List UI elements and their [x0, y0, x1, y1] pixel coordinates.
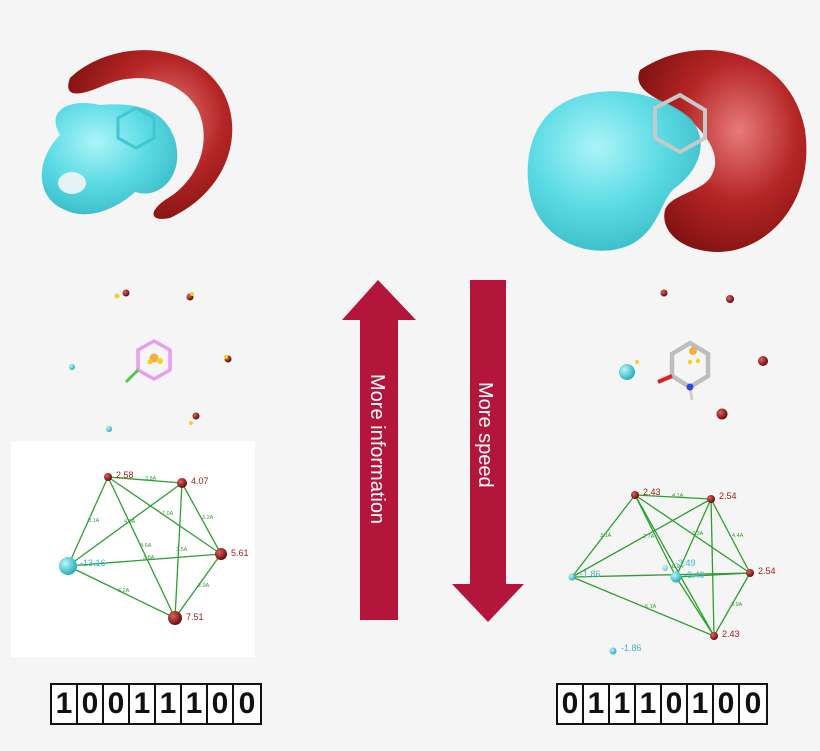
bit-cell: 1	[130, 685, 156, 723]
bit-cell: 0	[714, 685, 740, 723]
left-node-label: 7.51	[186, 612, 204, 622]
right-edge-label: 7.3A	[692, 531, 704, 537]
bit-cell: 0	[662, 685, 688, 723]
left-bit-string: 1 0 0 1 1 1 0 0	[50, 683, 262, 725]
right-node-label: 2.54	[719, 491, 737, 501]
right-node-label: 2.43	[722, 629, 740, 639]
right-graph: 4.1A 3.1A 2.7A 7.3A 4.4A 8.9A 3.9A 6.1A …	[568, 487, 776, 655]
right-edge-label: 3.9A	[731, 602, 743, 608]
left-node-label: 5.61	[231, 548, 249, 558]
left-node-label: -13.16	[80, 558, 106, 568]
right-node	[710, 632, 718, 640]
right-node-label: -1.86	[580, 569, 601, 579]
bit-cell: 1	[52, 685, 78, 723]
left-node	[59, 557, 77, 575]
right-node	[631, 491, 639, 499]
left-node-label: 4.07	[191, 476, 209, 486]
bit-cell: 1	[636, 685, 662, 723]
right-node	[662, 565, 668, 571]
more-speed-arrow: More speed	[452, 280, 524, 622]
left-node-label: 2.58	[116, 470, 134, 480]
bit-cell: 1	[182, 685, 208, 723]
right-edge-label: 6.1A	[645, 604, 657, 610]
left-edge-label: 3.5A	[176, 547, 188, 553]
right-edge-label: 2.7A	[643, 534, 655, 540]
left-cyan-hole	[58, 172, 86, 194]
bit-cell: 1	[610, 685, 636, 723]
left-graph-edges	[67, 476, 222, 619]
right-node-label: 2.54	[758, 566, 776, 576]
right-node-label: -3.49	[675, 558, 696, 568]
bit-cell: 0	[78, 685, 104, 723]
left-edge-label: 4.6A	[124, 519, 136, 525]
left-edge-label: 7.0A	[162, 511, 174, 517]
right-field-surface	[527, 50, 807, 252]
left-node	[168, 611, 182, 625]
right-edge-label: 4.1A	[672, 493, 684, 499]
right-node	[707, 495, 715, 503]
more-information-label: More information	[366, 374, 388, 524]
right-node	[670, 571, 682, 583]
right-edge-label: 4.4A	[732, 533, 744, 539]
right-red-surface	[638, 50, 807, 252]
right-node	[746, 569, 754, 577]
left-graph: 3.8A 3.1A 6.2A 7.0A 3.2A 8.6A 3.5A 4.6A …	[59, 470, 249, 625]
right-node-label: -3.49	[684, 570, 705, 580]
bit-cell: 0	[208, 685, 234, 723]
left-cyan-surface	[41, 103, 178, 215]
right-molecule-cloud	[619, 289, 768, 420]
right-graph-edges	[571, 494, 751, 637]
right-ring-shadow	[653, 92, 707, 155]
bit-cell: 1	[688, 685, 714, 723]
bit-cell: 0	[104, 685, 130, 723]
right-edge-label: 8.9A	[672, 564, 684, 570]
left-edge-label: 3.6A	[143, 555, 155, 561]
left-red-surface	[68, 50, 233, 219]
more-speed-label: More speed	[474, 382, 496, 488]
left-edge-label: 6.2A	[118, 588, 130, 594]
left-node	[104, 473, 112, 481]
more-information-arrow: More information	[342, 280, 416, 620]
left-edge-label: 3.1A	[88, 518, 100, 524]
left-node	[215, 548, 227, 560]
left-edge-label: 3.8A	[145, 476, 157, 482]
right-node	[568, 573, 576, 581]
bit-cell: 0	[238, 687, 256, 720]
bit-cell: 1	[584, 685, 610, 723]
bit-cell: 0	[744, 687, 762, 720]
bit-cell: 1	[156, 685, 182, 723]
left-edge-label: 3.2A	[202, 515, 214, 521]
left-ring-shadow	[116, 106, 156, 150]
right-edge-label: 3.1A	[600, 533, 612, 539]
left-edge-label: 8.6A	[140, 543, 152, 549]
right-node-label: 2.43	[643, 487, 661, 497]
bit-cell: 0	[558, 685, 584, 723]
right-node-label: -1.86	[621, 643, 642, 653]
right-bit-string: 0 1 1 1 0 1 0 0	[556, 683, 768, 725]
left-molecule-cloud	[69, 289, 232, 432]
left-edge-label: 2.9A	[198, 583, 210, 589]
left-field-surface	[41, 50, 233, 219]
right-node	[609, 647, 617, 655]
left-node	[177, 478, 187, 488]
right-cyan-surface	[527, 91, 701, 251]
